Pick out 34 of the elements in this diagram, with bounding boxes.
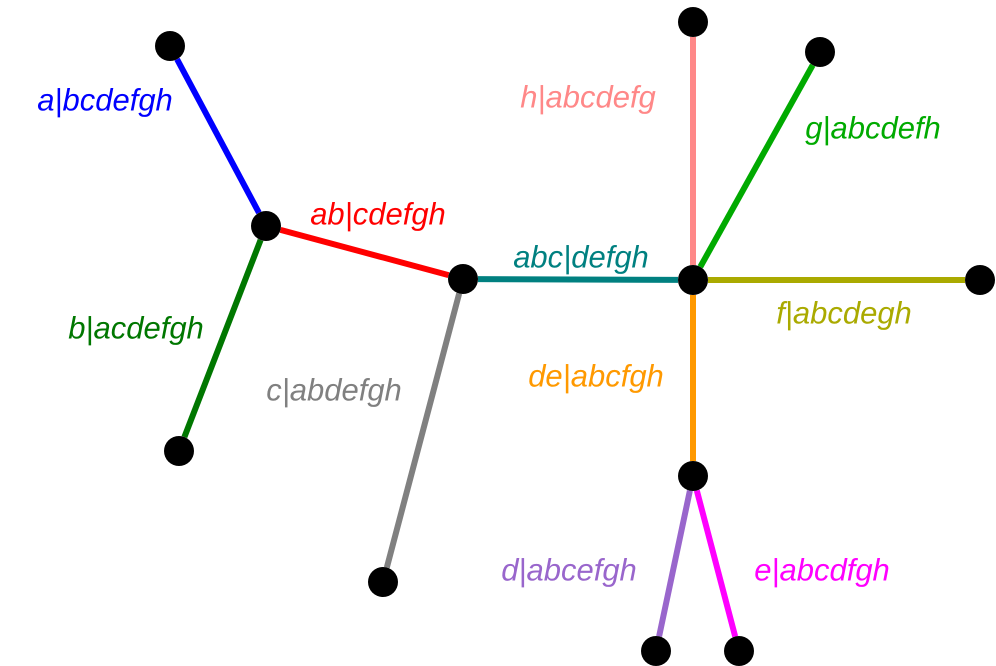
dot	[368, 567, 398, 597]
dot	[251, 211, 281, 241]
tree-branch	[174, 58, 262, 214]
edge-label: d|abcefgh	[501, 554, 637, 586]
tree-branch	[656, 490, 693, 637]
edge-label: c|abdefgh	[266, 374, 402, 406]
edge-label: ab|cdefgh	[310, 198, 446, 230]
dot	[155, 31, 185, 61]
dot	[448, 264, 478, 294]
dot	[678, 7, 708, 37]
dot	[678, 265, 708, 295]
tree-branch	[698, 64, 816, 268]
tree-branch	[478, 276, 678, 283]
edge-label: e|abcdfgh	[754, 554, 890, 586]
dot	[724, 636, 754, 666]
edge-label: b|acdefgh	[68, 312, 204, 344]
tree-branch	[690, 37, 696, 265]
tree-branch	[182, 238, 264, 438]
dot	[164, 436, 194, 466]
dot	[641, 636, 671, 666]
edge-label: h|abcdefg	[520, 82, 656, 112]
edge-label: a|bcdefgh	[37, 84, 173, 116]
tree-branch	[280, 227, 450, 278]
dot	[678, 461, 708, 491]
tree-branch	[384, 292, 462, 568]
edge-label: de|abcfgh	[528, 360, 664, 392]
edge-label: f|abcdegh	[776, 298, 912, 328]
dot	[805, 37, 835, 67]
tree-branch	[708, 277, 965, 283]
dot	[965, 265, 995, 295]
tree-branch	[694, 490, 738, 638]
edge-label: g|abcdefh	[805, 112, 941, 144]
edge-label: abc|defgh	[513, 242, 649, 272]
tree-branch	[690, 295, 696, 461]
